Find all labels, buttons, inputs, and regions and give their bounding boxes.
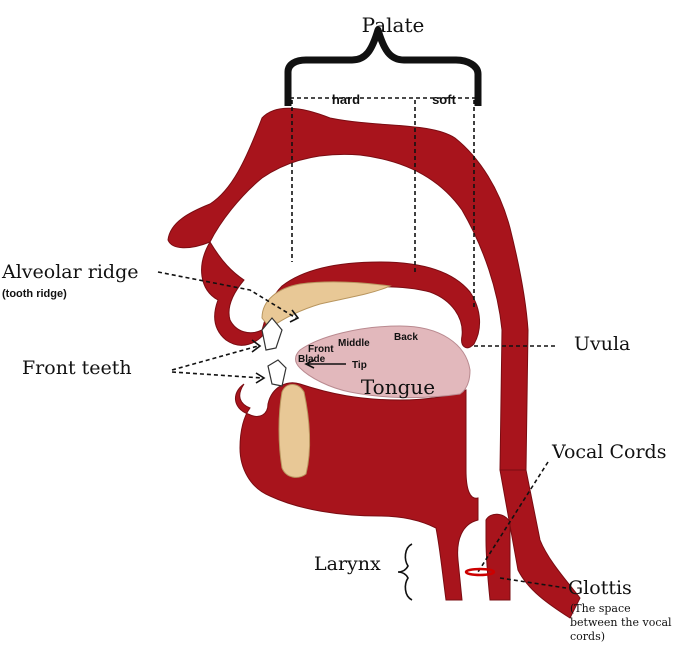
palate-bracket [284, 26, 482, 106]
larynx-label: Larynx [314, 553, 381, 575]
tongue-back-label: Back [394, 332, 418, 343]
tongue-tip-label: Tip [352, 360, 367, 371]
front-teeth-arrowhead-upper [251, 339, 262, 353]
tongue-front-label: Front [308, 344, 334, 355]
lower-tooth [267, 359, 287, 387]
front-teeth-leader-upper [171, 345, 259, 371]
uvula-label: Uvula [574, 333, 630, 355]
tooth-ridge-label: (tooth ridge) [2, 288, 67, 300]
larynx-tube [485, 513, 511, 601]
lower-bone [278, 384, 311, 478]
glottis-note-line-3: cords) [570, 630, 605, 643]
tongue-blade-label: Blade [298, 354, 326, 365]
alveolar-ridge-label: Alveolar ridge [1, 261, 138, 283]
larynx-brace [397, 543, 413, 601]
alveolar-ridge-arrowhead [289, 309, 300, 323]
tongue-middle-label: Middle [338, 338, 370, 349]
front-teeth-arrowhead-lower [255, 372, 266, 384]
upper-tooth [261, 317, 283, 351]
nasal-cavity-roof [167, 107, 529, 471]
glottis-marker [464, 567, 496, 577]
vocal-cords-leader [477, 461, 549, 573]
alveolar-ridge-leader [157, 271, 297, 319]
vocal-cords-label: Vocal Cords [551, 441, 666, 463]
hard-label: hard [332, 92, 360, 107]
glottis-note-line-1: (The space [570, 602, 631, 615]
palate-label: Palate [362, 13, 425, 37]
tongue-tip-arrowhead [304, 359, 315, 369]
tongue-label: Tongue [361, 375, 435, 399]
glottis-label: Glottis [568, 577, 632, 599]
front-teeth-label: Front teeth [22, 357, 132, 379]
upper-bone [261, 281, 392, 329]
soft-label: soft [432, 92, 457, 107]
tongue-shape [295, 325, 471, 399]
glottis-note-line-2: between the vocal [570, 616, 672, 629]
front-teeth-leader-lower [171, 371, 263, 379]
